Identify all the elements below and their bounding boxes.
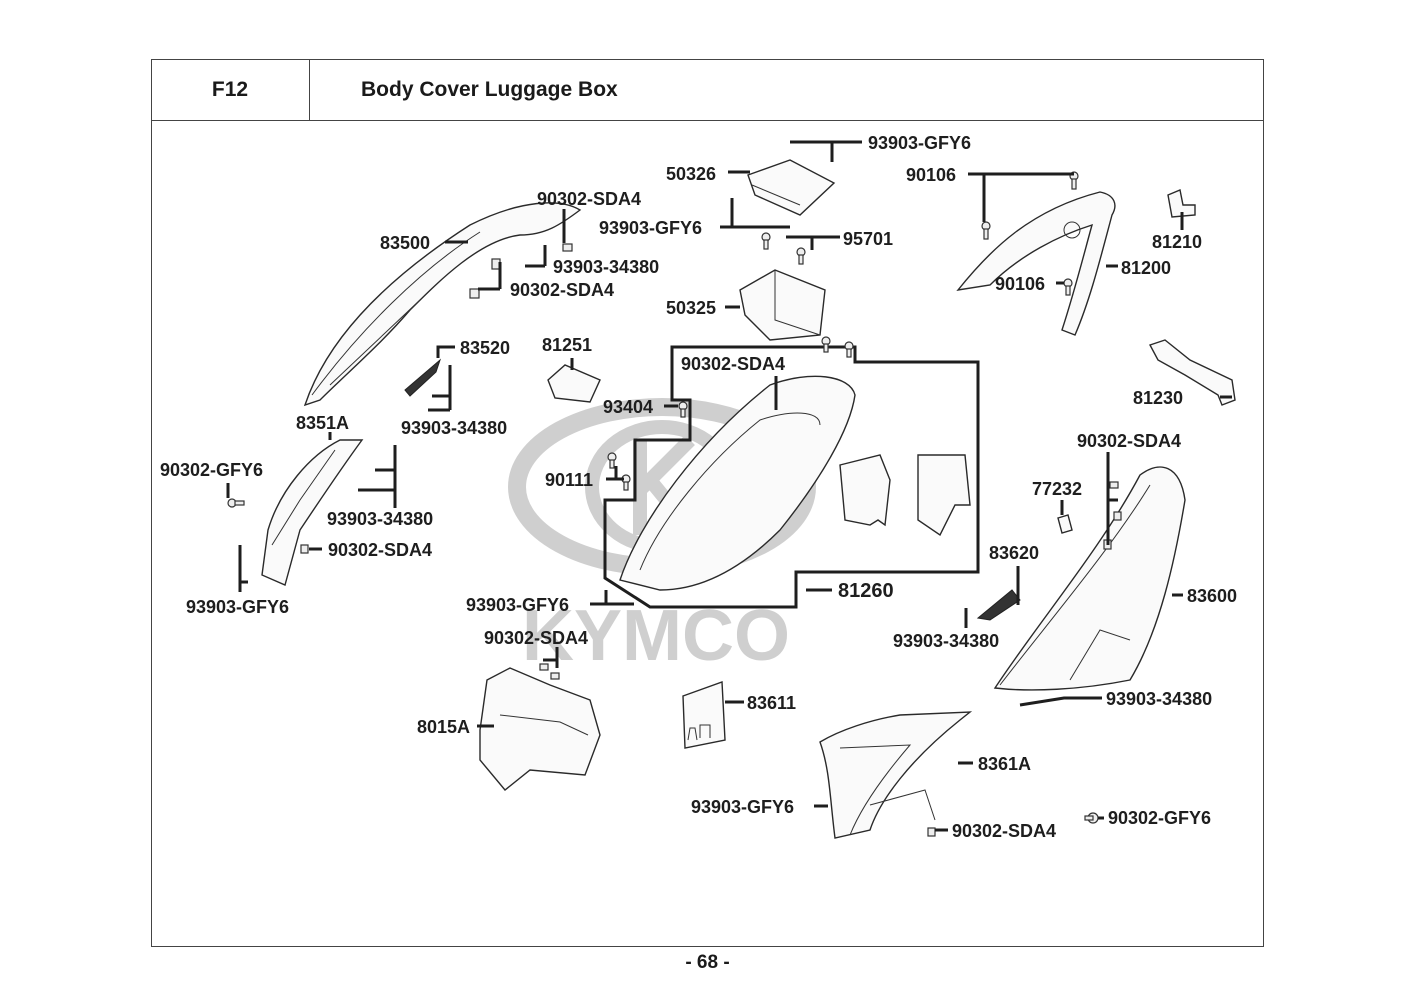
callout-8361a: 8361A <box>978 754 1031 774</box>
callout-93903-gfy6: 93903-GFY6 <box>186 597 289 617</box>
callout-8015a: 8015A <box>417 717 470 737</box>
callout-83611: 83611 <box>747 693 796 713</box>
part-50325-icon <box>739 269 826 341</box>
page-title: Body Cover Luggage Box <box>310 59 1264 121</box>
callout-50325: 50325 <box>666 298 716 318</box>
callout-90111: 90111 <box>545 470 593 490</box>
part-77232-icon <box>1057 514 1073 534</box>
hardware-fasteners <box>227 171 1122 837</box>
callout-90302-sda4: 90302-SDA4 <box>484 628 588 648</box>
callout-50326: 50326 <box>666 164 716 184</box>
kymco-watermark: KYMCO <box>522 596 790 676</box>
callout-90302-sda4: 90302-SDA4 <box>537 189 641 209</box>
page-number: - 68 - <box>685 952 730 973</box>
callout-93903-gfy6: 93903-GFY6 <box>691 797 794 817</box>
callout-90302-sda4: 90302-SDA4 <box>681 354 785 374</box>
callout-81210: 81210 <box>1152 232 1202 252</box>
part-81210-icon <box>1167 189 1196 218</box>
callout-90302-sda4: 90302-SDA4 <box>1077 431 1181 451</box>
callout-93903-gfy6: 93903-GFY6 <box>599 218 702 238</box>
callout-90106: 90106 <box>906 165 956 185</box>
part-8351a-icon <box>261 439 364 586</box>
callout-81260: 81260 <box>838 580 894 602</box>
callout-83600: 83600 <box>1187 586 1237 606</box>
callout-93903-34380: 93903-34380 <box>401 418 507 438</box>
part-50326-icon <box>747 159 836 216</box>
callout-8351a: 8351A <box>296 413 349 433</box>
part-83520-icon <box>404 358 442 397</box>
callout-95701: 95701 <box>843 229 893 249</box>
section-code: F12 <box>151 59 310 121</box>
callout-90106: 90106 <box>995 274 1045 294</box>
callout-90302-sda4: 90302-SDA4 <box>328 540 432 560</box>
part-8361a-icon <box>819 711 973 839</box>
callout-83520: 83520 <box>460 338 510 358</box>
callout-90302-sda4: 90302-SDA4 <box>510 280 614 300</box>
part-83611-icon <box>682 681 726 749</box>
callout-81251: 81251 <box>542 335 592 355</box>
callout-93903-gfy6: 93903-GFY6 <box>868 133 971 153</box>
callout-83500: 83500 <box>380 233 430 253</box>
callout-93903-34380: 93903-34380 <box>893 631 999 651</box>
callout-77232: 77232 <box>1032 479 1082 499</box>
part-81200-icon <box>956 191 1116 336</box>
assembly-outline-81260 <box>603 345 980 609</box>
callout-81230: 81230 <box>1133 388 1183 408</box>
part-83500-icon <box>303 202 582 407</box>
callout-93903-gfy6: 93903-GFY6 <box>466 595 569 615</box>
callout-81200: 81200 <box>1121 258 1171 278</box>
callout-90302-sda4: 90302-SDA4 <box>952 821 1056 841</box>
callout-90302-gfy6: 90302-GFY6 <box>1108 808 1211 828</box>
part-8015a-icon <box>479 667 601 791</box>
part-81251-icon <box>547 364 601 403</box>
leader-lines <box>226 140 1232 832</box>
callout-93903-34380: 93903-34380 <box>553 257 659 277</box>
diagram-frame <box>151 59 1264 947</box>
part-83600-icon <box>993 466 1186 691</box>
callout-83620: 83620 <box>989 543 1039 563</box>
callout-93903-34380: 93903-34380 <box>327 509 433 529</box>
part-83620-icon <box>976 589 1021 621</box>
callout-93903-34380: 93903-34380 <box>1106 689 1212 709</box>
part-81230-icon <box>1148 339 1236 406</box>
callout-90302-gfy6: 90302-GFY6 <box>160 460 263 480</box>
part-81260-icon <box>619 375 971 591</box>
callout-93404: 93404 <box>603 397 653 417</box>
